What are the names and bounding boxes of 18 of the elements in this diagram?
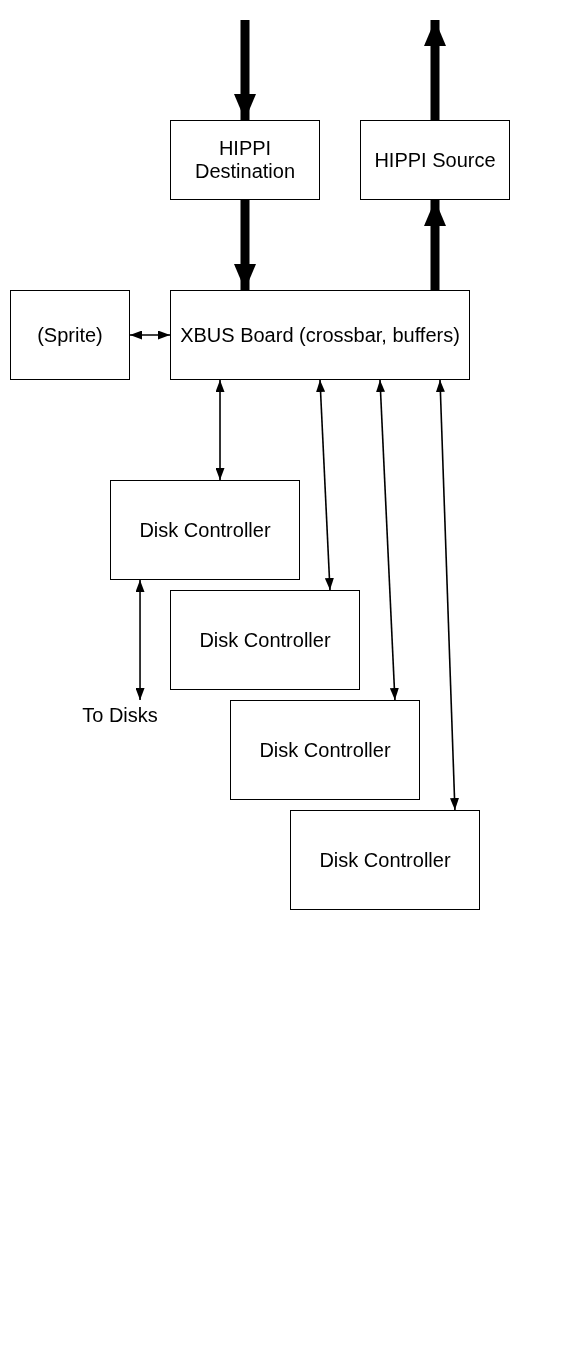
arrow xyxy=(234,200,256,290)
double-arrow xyxy=(135,579,145,701)
double-arrow xyxy=(215,379,225,481)
process-box: Disk Controller xyxy=(110,480,300,580)
double-arrow xyxy=(435,379,459,811)
arrow xyxy=(424,200,446,290)
arrow xyxy=(234,20,256,120)
arrow xyxy=(424,20,446,120)
process-box: Disk Controller xyxy=(230,700,420,800)
double-arrow xyxy=(316,379,334,591)
double-arrow xyxy=(129,330,171,340)
process-box: XBUS Board (crossbar, buffers) xyxy=(170,290,470,380)
double-arrow xyxy=(376,379,399,701)
process-box: HIPPI Source xyxy=(360,120,510,200)
process-box: Disk Controller xyxy=(290,810,480,910)
process-box: (Sprite) xyxy=(10,290,130,380)
process-box: Disk Controller xyxy=(170,590,360,690)
process-box: HIPPI Destination xyxy=(170,120,320,200)
